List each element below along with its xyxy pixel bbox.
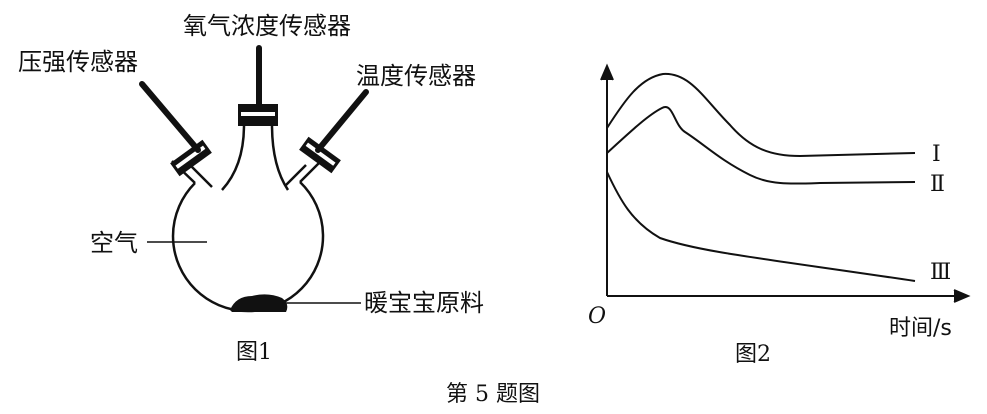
figure-caption: 第 5 题图 xyxy=(446,382,540,407)
temperature-sensor-rod xyxy=(315,89,369,153)
y-axis-arrow xyxy=(600,63,614,81)
chart-axes xyxy=(600,63,971,303)
origin-label: O xyxy=(588,304,607,329)
curve-II xyxy=(606,106,916,185)
center-neck xyxy=(221,124,290,191)
x-axis-label: 时间/s xyxy=(889,316,952,341)
pressure-sensor-label: 压强传感器 xyxy=(18,48,138,76)
oxygen-sensor-label: 氧气浓度传感器 xyxy=(183,12,351,40)
right-neck-outer xyxy=(299,161,321,183)
figure2-caption: 图2 xyxy=(735,342,771,367)
figure1-caption: 图1 xyxy=(236,340,272,365)
curve-III-label: Ⅲ xyxy=(930,260,952,285)
flask-body xyxy=(171,181,325,313)
curve-I-label: Ⅰ xyxy=(932,142,941,167)
center-stopper xyxy=(238,104,278,126)
material-label: 暖宝宝原料 xyxy=(364,289,484,317)
x-axis-arrow xyxy=(953,289,971,303)
sensor-rods xyxy=(139,45,369,153)
right-neck-inner xyxy=(285,164,307,186)
left-neck-inner xyxy=(189,164,213,188)
pressure-sensor-rod xyxy=(139,81,201,153)
curves xyxy=(606,72,916,282)
curve-I xyxy=(606,72,916,158)
temperature-sensor-label: 温度传感器 xyxy=(356,62,476,90)
right-stopper xyxy=(299,136,341,174)
curve-III xyxy=(606,171,916,282)
air-label: 空气 xyxy=(90,229,138,257)
material-pile xyxy=(230,294,288,312)
curve-II-label: Ⅱ xyxy=(930,172,945,197)
